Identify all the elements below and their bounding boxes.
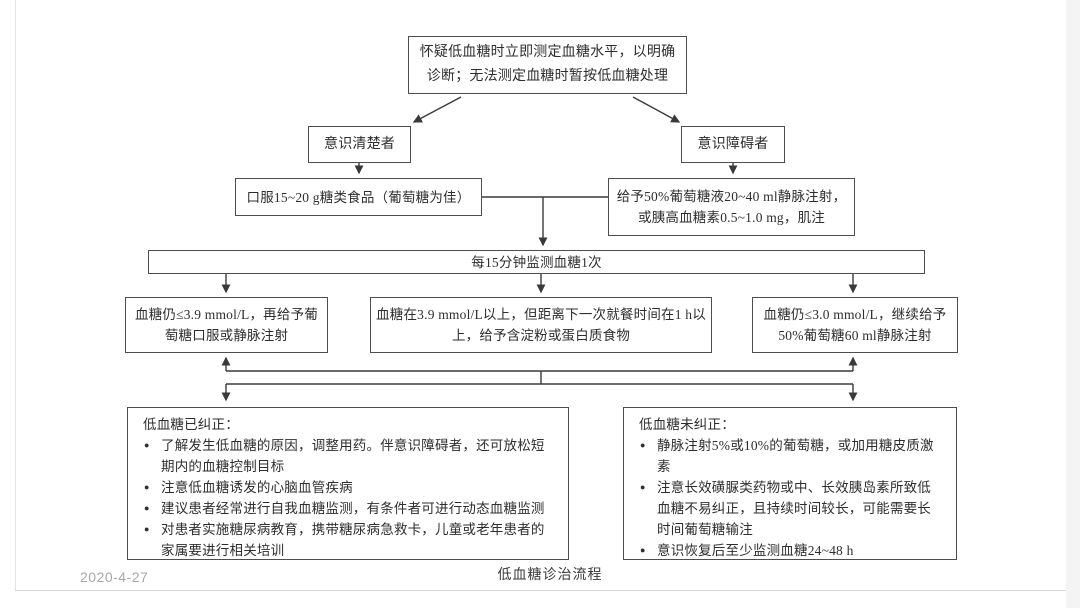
node-oral-glucose: 口服15~20 g糖类食品（葡萄糖为佳） [235, 178, 482, 216]
node-conscious: 意识清楚者 [308, 126, 411, 163]
corrected-bullet-list: 了解发生低血糖的原因，调整用药。伴意识障碍者，还可放松短期内的血糖控制目标 注意… [143, 435, 556, 561]
node-oral-glucose-text: 口服15~20 g糖类食品（葡萄糖为佳） [246, 189, 471, 205]
node-still-below-3-0: 血糖仍≤3.0 mmol/L，继续给予50%葡萄糖60 ml静脉注射 [752, 297, 958, 353]
node-hypoglycemia-not-corrected: 低血糖未纠正： 静脉注射5%或10%的葡萄糖，或加用糖皮质激素 注意长效磺脲类药… [623, 407, 957, 561]
node-still-below-3-0-text: 血糖仍≤3.0 mmol/L，继续给予50%葡萄糖60 ml静脉注射 [763, 307, 947, 343]
corrected-title: 低血糖已纠正： [143, 417, 239, 432]
corrected-bullet: 注意低血糖诱发的心脑血管疾病 [143, 477, 556, 498]
viewer-right-gutter [1066, 0, 1080, 608]
slide-left-edge [15, 0, 16, 591]
node-suspect-hypoglycemia-text: 怀疑低血糖时立即测定血糖水平，以明确诊断；无法测定血糖时暂按低血糖处理 [419, 45, 676, 84]
node-hypoglycemia-corrected: 低血糖已纠正： 了解发生低血糖的原因，调整用药。伴意识障碍者，还可放松短期内的血… [127, 407, 569, 560]
corrected-bullet: 建议患者经常进行自我血糖监测，有条件者可进行动态血糖监测 [143, 498, 556, 519]
slide-date: 2020-4-27 [80, 569, 149, 585]
corrected-bullet: 对患者实施糖尿病教育，携带糖尿病急救卡，儿童或老年患者的家属要进行相关培训 [143, 519, 556, 561]
node-still-below-3-9: 血糖仍≤3.9 mmol/L，再给予葡萄糖口服或静脉注射 [125, 297, 328, 353]
node-iv-glucose: 给予50%葡萄糖液20~40 ml静脉注射，或胰高血糖素0.5~1.0 mg，肌… [608, 178, 855, 236]
uncorrected-bullet: 注意长效磺脲类药物或中、长效胰岛素所致低血糖不易纠正，且持续时间较长，可能需要长… [639, 477, 944, 540]
node-still-below-3-9-text: 血糖仍≤3.9 mmol/L，再给予葡萄糖口服或静脉注射 [135, 307, 318, 343]
slide-bottom-edge [15, 590, 1068, 591]
uncorrected-bullet: 静脉注射5%或10%的葡萄糖，或加用糖皮质激素 [639, 435, 944, 477]
node-iv-glucose-text: 给予50%葡萄糖液20~40 ml静脉注射，或胰高血糖素0.5~1.0 mg，肌… [616, 189, 847, 225]
node-above-3-9-text: 血糖在3.9 mmol/L以上，但距离下一次就餐时间在1 h以上，给予含淀粉或蛋… [376, 307, 706, 343]
uncorrected-bullet: 意识恢复后至少监测血糖24~48 h [639, 540, 944, 561]
node-suspect-hypoglycemia: 怀疑低血糖时立即测定血糖水平，以明确诊断；无法测定血糖时暂按低血糖处理 [408, 36, 687, 94]
node-impaired-consciousness: 意识障碍者 [681, 126, 785, 163]
node-monitor-every-15min: 每15分钟监测血糖1次 [148, 250, 925, 274]
node-conscious-text: 意识清楚者 [324, 137, 395, 152]
node-above-3-9: 血糖在3.9 mmol/L以上，但距离下一次就餐时间在1 h以上，给予含淀粉或蛋… [370, 297, 712, 353]
figure-caption: 低血糖诊治流程 [497, 568, 603, 583]
corrected-bullet: 了解发生低血糖的原因，调整用药。伴意识障碍者，还可放松短期内的血糖控制目标 [143, 435, 556, 477]
node-monitor-every-15min-text: 每15分钟监测血糖1次 [471, 254, 602, 270]
uncorrected-bullet-list: 静脉注射5%或10%的葡萄糖，或加用糖皮质激素 注意长效磺脲类药物或中、长效胰岛… [639, 435, 944, 561]
uncorrected-title: 低血糖未纠正： [639, 417, 735, 432]
node-impaired-consciousness-text: 意识障碍者 [697, 137, 769, 152]
